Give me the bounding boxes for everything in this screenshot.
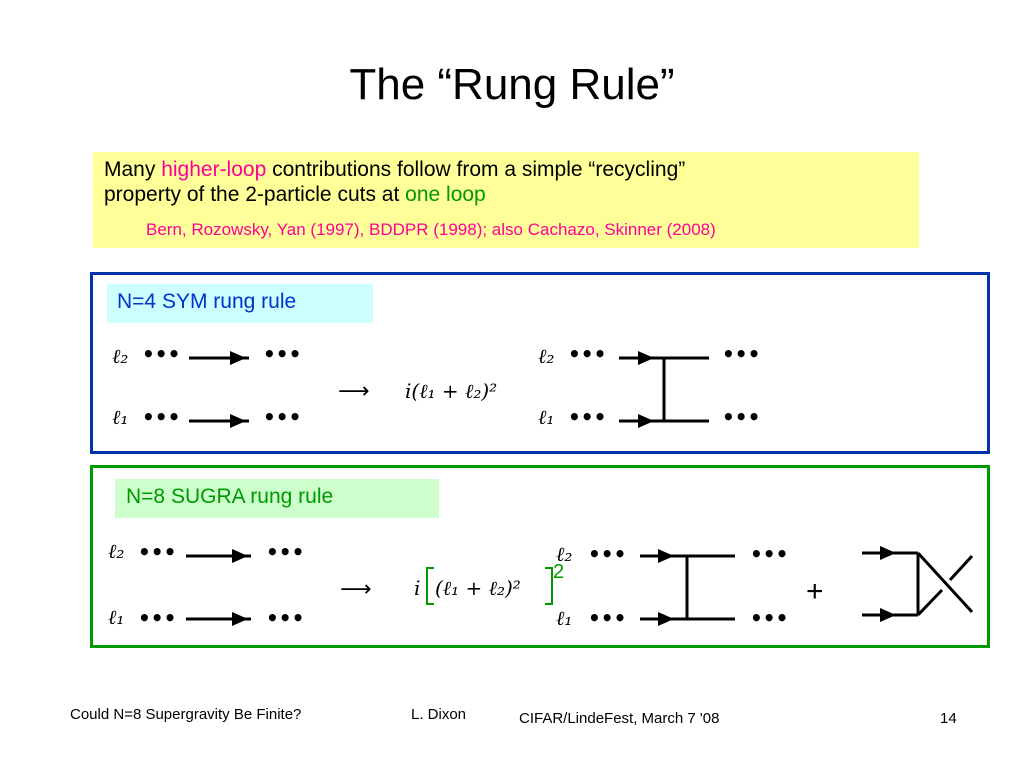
sugra-dots-l2-left: •••: [138, 540, 176, 564]
sym-rung-dots-l1-right: •••: [722, 405, 760, 429]
sugra-outer-power: 2: [553, 561, 564, 583]
sugra-rung-rule-label: N=8 SUGRA rung rule: [115, 479, 439, 518]
intro-citation: Bern, Rozowsky, Yan (1997), BDDPR (1998)…: [146, 220, 716, 239]
sugra-dots-l1-right: •••: [266, 606, 304, 630]
sugra-factor-brackets-icon: [426, 567, 553, 605]
sugra-rung-rule-panel: [90, 465, 990, 648]
sugra-rung-dots-l1-right: •••: [750, 606, 788, 630]
sym-l2-arrow-icon: [189, 351, 249, 365]
page-number: 14: [940, 710, 957, 727]
sugra-dots-l1-left: •••: [138, 606, 176, 630]
intro-line2-prefix: property of the 2-particle cuts at: [104, 183, 406, 206]
sym-rung-dots-l2-left: •••: [568, 342, 606, 366]
sugra-left-l1: ℓ₁: [108, 605, 124, 629]
sugra-right-l1: ℓ₁: [556, 606, 572, 630]
footer-venue: CIFAR/LindeFest, March 7 '08: [519, 710, 720, 727]
sym-left-l1: ℓ₁: [112, 405, 128, 429]
sugra-crossed-rung-icon: [862, 546, 974, 622]
footer-talk-title: Could N=8 Supergravity Be Finite?: [70, 706, 302, 723]
sugra-l1-arrow-icon: [186, 612, 251, 626]
sym-right-l2: ℓ₂: [538, 344, 554, 368]
sugra-plus-sign: +: [806, 575, 824, 608]
sym-left-l2: ℓ₂: [112, 344, 128, 368]
intro-highlight-higher-loop: higher-loop: [161, 158, 267, 181]
sym-dots-l1-right: •••: [263, 405, 301, 429]
sym-dots-l2-right: •••: [263, 342, 301, 366]
intro-highlight-one-loop: one loop: [405, 183, 486, 206]
sugra-left-l2: ℓ₂: [108, 539, 124, 563]
sym-rung-dots-l2-right: •••: [722, 342, 760, 366]
sym-dots-l2-left: •••: [142, 342, 180, 366]
sugra-factor-core: (ℓ₁ + ℓ₂)²: [435, 576, 521, 600]
sugra-l2-arrow-icon: [186, 549, 251, 563]
sym-factor: i(ℓ₁ + ℓ₂)²: [405, 379, 497, 403]
sym-right-l1: ℓ₁: [538, 405, 554, 429]
sym-rung-rule-panel: [90, 272, 990, 454]
sugra-right-l2: ℓ₂: [556, 542, 572, 566]
sugra-factor-i: i: [414, 576, 420, 600]
sym-rung-dots-l1-left: •••: [568, 405, 606, 429]
sym-l1-arrow-icon: [189, 414, 249, 428]
sym-dots-l1-left: •••: [142, 405, 180, 429]
slide-title: The “Rung Rule”: [349, 60, 675, 109]
intro-prefix: Many: [104, 158, 162, 181]
intro-box: Many higher-loop contributions follow fr…: [93, 152, 919, 248]
sym-rung-rule-label: N=4 SYM rung rule: [107, 284, 373, 323]
sugra-maps-to-arrow: ⟶: [340, 577, 372, 602]
sugra-rung-dots-l2-left: •••: [588, 542, 626, 566]
sugra-rung-dots-l1-left: •••: [588, 606, 626, 630]
sugra-rung-dots-l2-right: •••: [750, 542, 788, 566]
intro-line-1: Many higher-loop contributions follow fr…: [104, 158, 685, 182]
intro-middle: contributions follow from a simple “recy…: [266, 158, 686, 181]
sym-maps-to-arrow: ⟶: [338, 379, 370, 404]
sugra-dots-l2-right: •••: [266, 540, 304, 564]
footer-author: L. Dixon: [411, 706, 467, 723]
intro-line-2: property of the 2-particle cuts at one l…: [104, 183, 486, 207]
